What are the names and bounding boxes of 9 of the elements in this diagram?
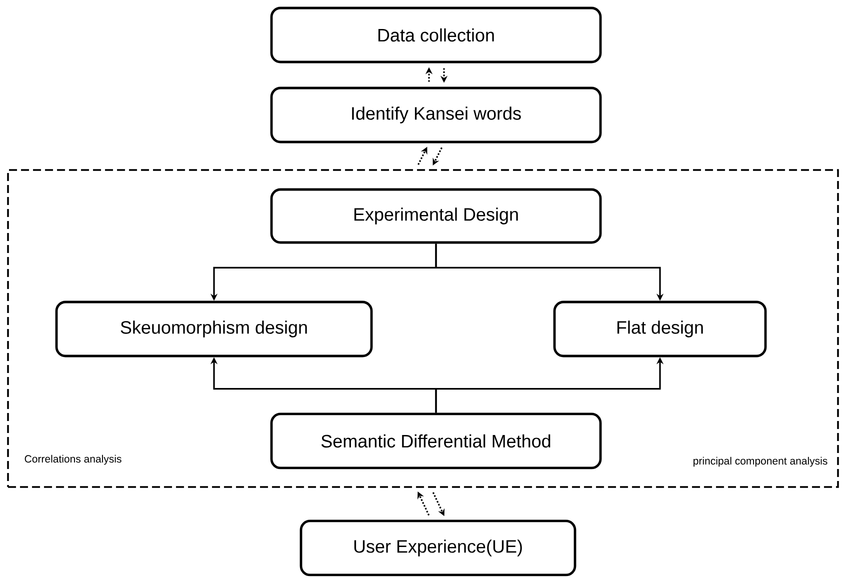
process-box: Identify Kansei words [270,86,602,144]
process-box: Skeuomorphism design [55,300,373,358]
group-label: Correlations analysis [24,454,122,465]
group-label: principal component analysis [694,456,828,467]
process-box: Data collection [270,6,602,64]
process-box: Experimental Design [270,188,602,244]
process-box: User Experience(UE) [300,520,576,576]
process-box: Flat design [553,300,767,358]
process-box: Semantic Differential Method [270,412,602,470]
